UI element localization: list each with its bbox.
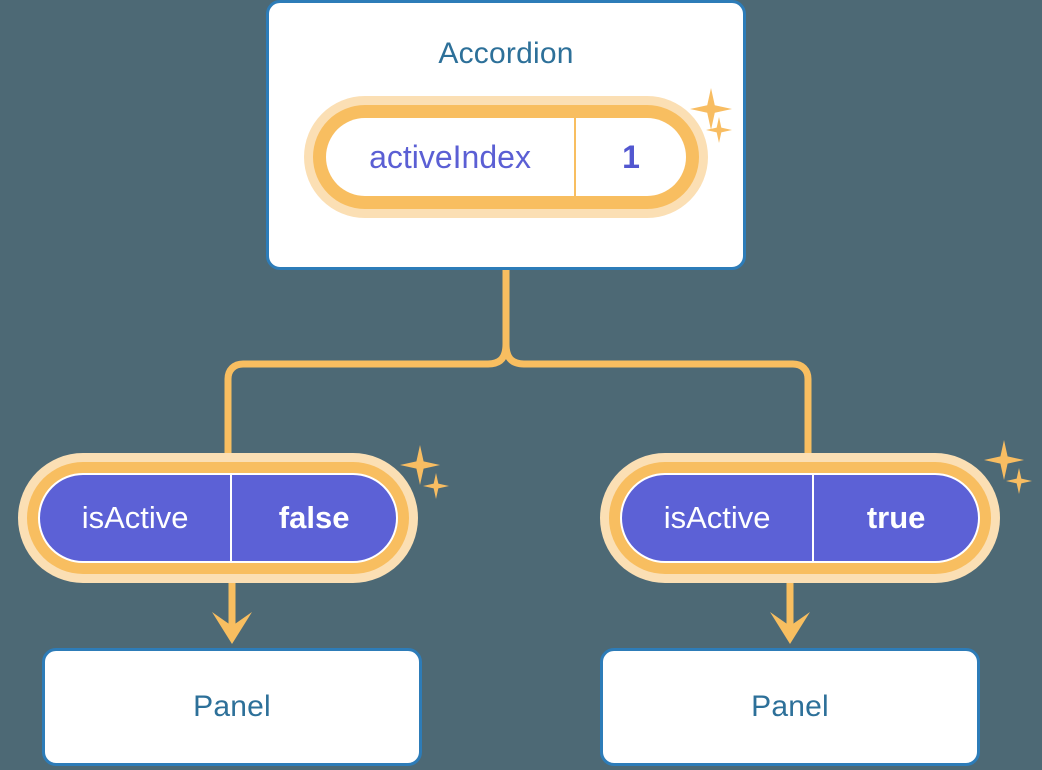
pill-body: activeIndex 1	[326, 118, 686, 196]
pill-body: isActive true	[620, 473, 980, 563]
state-pill-is-active-left[interactable]: isActive false	[18, 453, 418, 583]
pill-body: isActive false	[38, 473, 398, 563]
component-card-panel-right[interactable]: Panel	[600, 648, 980, 766]
state-key-label: isActive	[622, 475, 815, 561]
component-title: Accordion	[438, 37, 574, 70]
state-key-label: activeIndex	[326, 118, 576, 196]
sparkle-icon	[400, 445, 440, 485]
state-value-label: true	[866, 500, 926, 535]
component-title: Panel	[751, 690, 829, 723]
component-card-panel-left[interactable]: Panel	[42, 648, 422, 766]
state-key-label: isActive	[40, 475, 233, 561]
state-value-label: false	[278, 500, 350, 535]
sparkle-small-icon	[423, 473, 449, 499]
connector-to-left-pill	[224, 340, 510, 470]
arrow-down-icon	[212, 612, 252, 644]
sparkle-small-icon	[1006, 468, 1032, 494]
component-title: Panel	[193, 690, 271, 723]
connector-to-right-pill	[502, 340, 812, 470]
arrow-down-icon	[770, 612, 810, 644]
state-pill-active-index[interactable]: activeIndex 1	[304, 96, 708, 218]
state-pill-is-active-right[interactable]: isActive true	[600, 453, 1000, 583]
state-value-label: 1	[622, 138, 640, 175]
